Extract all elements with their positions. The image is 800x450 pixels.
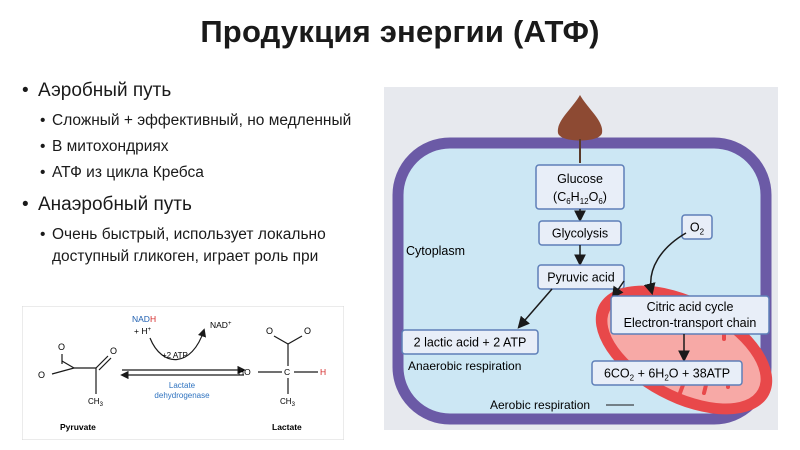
lactic-acid-label: 2 lactic acid + 2 ATP: [414, 336, 527, 350]
glucose-label: Glucose: [557, 172, 603, 186]
slide-title: Продукция энергии (АТФ): [200, 14, 600, 49]
bullet-list: Аэробный путь Сложный + эффективный, но …: [22, 80, 382, 272]
cytoplasm-label: Cytoplasm: [406, 244, 465, 258]
lactate-label: Lactate: [272, 422, 302, 432]
arrow-pyruvic-lactic: [517, 288, 553, 329]
anaerobic-respiration-label: Anaerobic respiration: [408, 359, 521, 373]
products-label: 6CO2 + 6H2O + 38ATP: [604, 367, 730, 383]
lactate-oxygen-right: O: [304, 326, 311, 336]
pyruvate-oxygen-minus: O: [38, 370, 45, 380]
oxygen-label: O2: [690, 221, 705, 237]
electron-transport-label: Electron-transport chain: [624, 316, 757, 330]
lactate-structure: [258, 335, 318, 394]
glucose-drop-icon: [557, 95, 603, 141]
pyruvate-oxygen-top: O: [58, 342, 65, 352]
lactic-acid-box: [401, 329, 539, 355]
bullet-anaerobic-item: Очень быстрый, использует локально досту…: [22, 224, 382, 268]
pyruvic-acid-label: Pyruvic acid: [547, 271, 614, 285]
bullet-aerobic-item: Сложный + эффективный, но медленный: [22, 110, 382, 132]
nad-out-label: NAD+: [210, 320, 232, 330]
pyruvate-oxygen-keto: O: [110, 346, 117, 356]
atp-label: +2 ATP: [162, 351, 188, 360]
citric-acid-box: [610, 295, 770, 335]
oxygen-box: [681, 214, 713, 240]
lactate-hydrogen: H: [320, 367, 326, 377]
bullet-aerobic-item: В митохондриях: [22, 136, 382, 158]
bullet-aerobic-item: АТФ из цикла Кребса: [22, 162, 382, 184]
citric-acid-label: Citric acid cycle: [647, 300, 734, 314]
enzyme-label-line1: Lactate: [169, 381, 196, 390]
cell-respiration-diagram: Glucose (C6H12O6) Glycolysis Pyruvic aci…: [384, 87, 778, 430]
pyruvic-acid-box: [537, 264, 625, 290]
h-plus-label: + H+: [134, 326, 151, 336]
nadh-label: NADH: [132, 314, 156, 324]
arrow-oxygen-citric: [643, 232, 687, 296]
enzyme-label-line2: dehydrogenase: [154, 391, 210, 400]
products-box: [591, 360, 743, 386]
aerobic-respiration-label: Aerobic respiration: [490, 398, 590, 412]
glycolysis-label: Glycolysis: [552, 227, 608, 241]
arrow-pyruvic-citric: [611, 280, 625, 299]
bullet-aerobic-heading: Аэробный путь: [22, 80, 382, 102]
lactate-methyl: CH3: [280, 397, 296, 408]
reaction-backdrop: [22, 306, 344, 440]
lactate-carbon: C: [284, 367, 290, 377]
lactate-oxygen-left: O: [266, 326, 273, 336]
lactate-ho: HO: [238, 367, 251, 377]
pyruvate-methyl: CH3: [88, 397, 104, 408]
cofactor-arrow: [149, 328, 207, 361]
lactate-reaction-diagram: O O O CH3 Pyruvate NADH + H+ NAD+ +2 ATP…: [22, 306, 344, 440]
pyruvate-structure: [51, 354, 112, 394]
bullet-anaerobic-heading: Анаэробный путь: [22, 194, 382, 216]
pyruvate-label: Pyruvate: [60, 422, 96, 432]
